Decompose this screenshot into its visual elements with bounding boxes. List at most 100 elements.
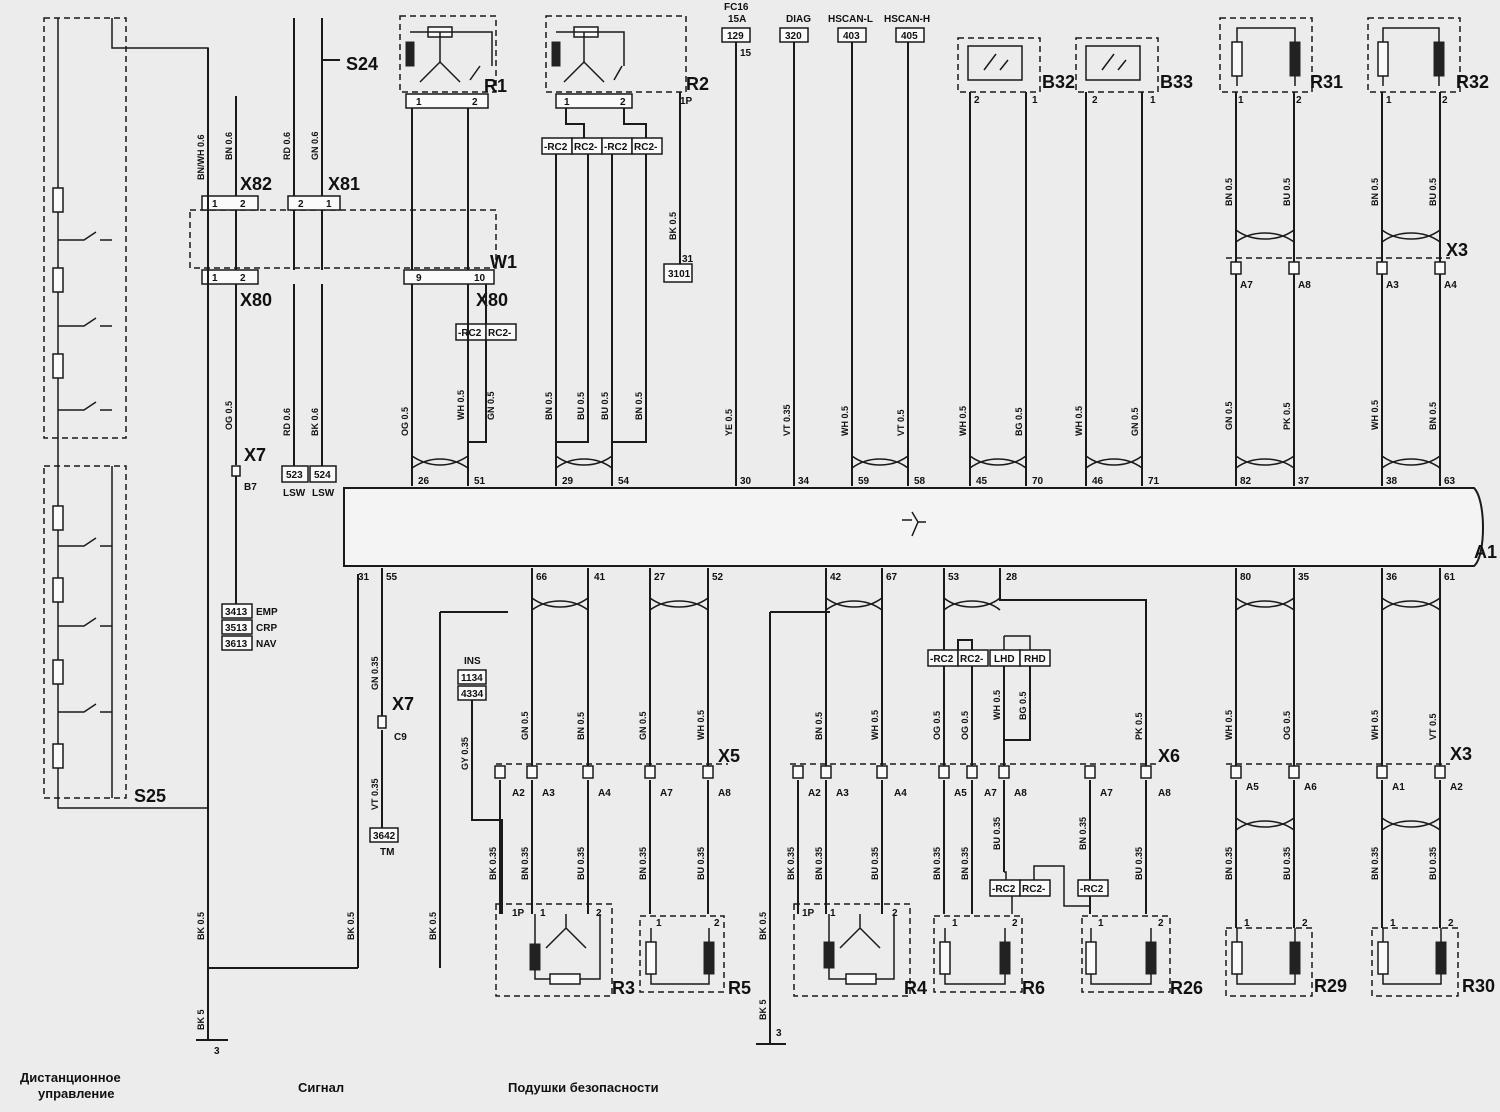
svg-text:B32: B32 xyxy=(1042,72,1075,92)
section-airbags: Подушки безопасности xyxy=(508,1080,659,1095)
svg-text:EMP: EMP xyxy=(256,607,278,618)
svg-text:A5: A5 xyxy=(1246,782,1259,793)
svg-text:2: 2 xyxy=(596,908,602,919)
svg-text:A3: A3 xyxy=(1386,280,1399,291)
a1-top-pin: 54 xyxy=(618,476,630,487)
a1-top-pin: 38 xyxy=(1386,476,1398,487)
svg-text:BN 0.5: BN 0.5 xyxy=(576,712,586,740)
svg-text:BK 5: BK 5 xyxy=(758,999,768,1020)
svg-text:BK 0.35: BK 0.35 xyxy=(786,847,796,880)
remote-wires xyxy=(207,48,237,1040)
svg-text:2: 2 xyxy=(1442,95,1448,106)
svg-text:2: 2 xyxy=(1448,918,1454,929)
svg-text:BN 0.5: BN 0.5 xyxy=(1224,178,1234,206)
svg-text:R5: R5 xyxy=(728,978,751,998)
svg-text:BN 0.35: BN 0.35 xyxy=(932,847,942,880)
svg-text:BU 0.5: BU 0.5 xyxy=(576,392,586,420)
a1-bottom-pin: 28 xyxy=(1006,572,1018,583)
svg-text:RC2-: RC2- xyxy=(1022,884,1045,895)
x82-label: X82 xyxy=(240,174,272,194)
svg-text:BN 0.5: BN 0.5 xyxy=(814,712,824,740)
svg-text:RC2-: RC2- xyxy=(960,654,983,665)
svg-text:2: 2 xyxy=(240,273,246,284)
svg-text:1: 1 xyxy=(416,97,422,108)
svg-text:BK 0.5: BK 0.5 xyxy=(196,912,206,940)
svg-text:NAV: NAV xyxy=(256,639,277,650)
svg-text:1P: 1P xyxy=(802,908,815,919)
svg-text:R26: R26 xyxy=(1170,978,1203,998)
svg-text:R31: R31 xyxy=(1310,72,1343,92)
svg-text:-RC2: -RC2 xyxy=(604,142,628,153)
x80-label-right: X80 xyxy=(476,290,508,310)
svg-text:BN 0.5: BN 0.5 xyxy=(634,392,644,420)
svg-text:BN 0.35: BN 0.35 xyxy=(960,847,970,880)
svg-text:A4: A4 xyxy=(894,788,907,799)
svg-text:OG 0.5: OG 0.5 xyxy=(932,711,942,740)
svg-text:129: 129 xyxy=(727,31,744,42)
svg-text:R4: R4 xyxy=(904,978,927,998)
svg-text:2: 2 xyxy=(892,908,898,919)
svg-text:2: 2 xyxy=(620,97,626,108)
a1-bottom-pin: 55 xyxy=(386,572,398,583)
svg-text:PK 0.5: PK 0.5 xyxy=(1134,712,1144,740)
svg-text:A7: A7 xyxy=(660,788,673,799)
a1-bottom-pin: 52 xyxy=(712,572,724,583)
svg-text:2: 2 xyxy=(1302,918,1308,929)
a1-top-pin: 29 xyxy=(562,476,574,487)
top-references: FC16 15A 129 15 DIAG 320 HSCAN-L 403 HSC… xyxy=(721,2,930,59)
a1-top-pin: 45 xyxy=(976,476,988,487)
svg-text:BK 0.5: BK 0.5 xyxy=(758,912,768,940)
section-remote-line1: Дистанционное xyxy=(20,1070,121,1085)
svg-text:WH 0.5: WH 0.5 xyxy=(1370,400,1380,430)
s25-label: S25 xyxy=(134,786,166,806)
svg-text:VT 0.5: VT 0.5 xyxy=(1428,713,1438,740)
svg-text:4334: 4334 xyxy=(461,689,484,700)
svg-text:BU 0.35: BU 0.35 xyxy=(1282,847,1292,880)
svg-text:405: 405 xyxy=(901,31,918,42)
svg-text:3513: 3513 xyxy=(225,623,248,634)
svg-text:WH 0.5: WH 0.5 xyxy=(1074,406,1084,436)
svg-text:BU 0.5: BU 0.5 xyxy=(1282,178,1292,206)
svg-text:LHD: LHD xyxy=(994,654,1015,665)
svg-text:1P: 1P xyxy=(680,96,693,107)
svg-text:3642: 3642 xyxy=(373,831,396,842)
w1-label: W1 xyxy=(490,252,517,272)
x5-label: X5 xyxy=(718,746,740,766)
svg-text:GN 0.5: GN 0.5 xyxy=(486,391,496,420)
section-signal: Сигнал xyxy=(298,1080,344,1095)
svg-text:GN 0.35: GN 0.35 xyxy=(370,656,380,690)
a1-bottom-pin: 66 xyxy=(536,572,548,583)
a1-top-pin: 30 xyxy=(740,476,752,487)
svg-text:WH 0.5: WH 0.5 xyxy=(840,406,850,436)
svg-text:1: 1 xyxy=(1150,95,1156,106)
svg-text:BU 0.35: BU 0.35 xyxy=(576,847,586,880)
svg-text:GN 0.5: GN 0.5 xyxy=(520,711,530,740)
svg-text:524: 524 xyxy=(314,470,331,481)
r4-airbag-module: 1P 1 2 R4 xyxy=(793,903,927,998)
svg-text:9: 9 xyxy=(416,273,422,284)
a1-top-pin: 51 xyxy=(474,476,486,487)
svg-text:WH 0.5: WH 0.5 xyxy=(1224,710,1234,740)
svg-text:BN 0.35: BN 0.35 xyxy=(1224,847,1234,880)
svg-text:GN 0.5: GN 0.5 xyxy=(638,711,648,740)
a1-bottom-pin: 36 xyxy=(1386,572,1398,583)
a1-top-pin: 59 xyxy=(858,476,870,487)
a1-top-pin: 37 xyxy=(1298,476,1310,487)
svg-text:WH 0.5: WH 0.5 xyxy=(958,406,968,436)
svg-text:-RC2: -RC2 xyxy=(992,884,1016,895)
r1-label: R1 xyxy=(484,76,507,96)
twist-markers-top xyxy=(411,229,1441,469)
svg-text:1: 1 xyxy=(830,908,836,919)
x3-label-top: X3 xyxy=(1446,240,1468,260)
svg-text:2: 2 xyxy=(1296,95,1302,106)
svg-text:A3: A3 xyxy=(836,788,849,799)
